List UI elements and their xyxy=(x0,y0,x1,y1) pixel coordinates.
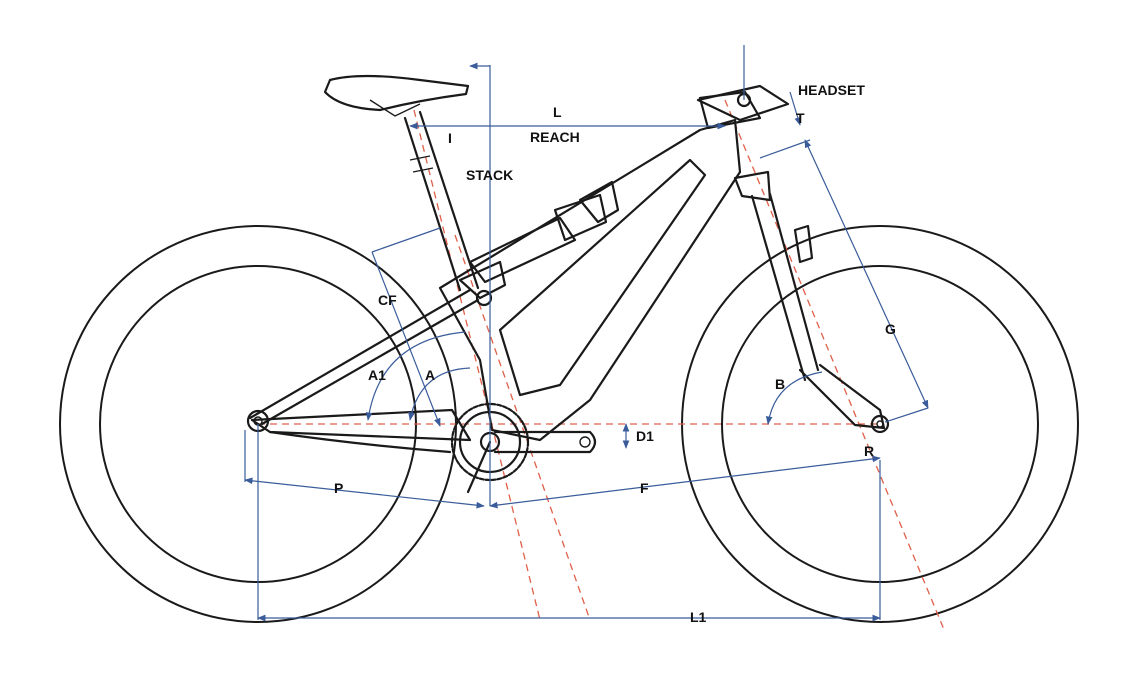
dimension-lines xyxy=(244,45,929,622)
label-headset: HEADSET xyxy=(798,82,865,98)
label-a1: A1 xyxy=(368,367,386,383)
label-cf: CF xyxy=(378,292,397,308)
label-t: T xyxy=(796,110,805,126)
label-l1: L1 xyxy=(690,609,707,625)
label-i: I xyxy=(448,130,452,146)
label-l: L xyxy=(553,104,562,120)
stem xyxy=(696,84,790,122)
fork xyxy=(733,170,890,434)
label-p: P xyxy=(334,480,343,496)
label-reach: REACH xyxy=(530,129,580,145)
label-g: G xyxy=(885,321,896,337)
label-stack: STACK xyxy=(466,167,513,183)
label-r: R xyxy=(864,443,874,459)
label-f: F xyxy=(640,480,649,496)
drivetrain xyxy=(450,402,597,494)
label-a: A xyxy=(425,367,435,383)
label-b: B xyxy=(775,376,785,392)
label-d1: D1 xyxy=(636,428,654,444)
dimension-labels: HEADSET T L I REACH STACK CF G A1 A B D1… xyxy=(334,82,896,625)
saddle xyxy=(323,74,470,117)
bike-frame xyxy=(246,90,762,454)
reference-dashes xyxy=(258,99,946,633)
